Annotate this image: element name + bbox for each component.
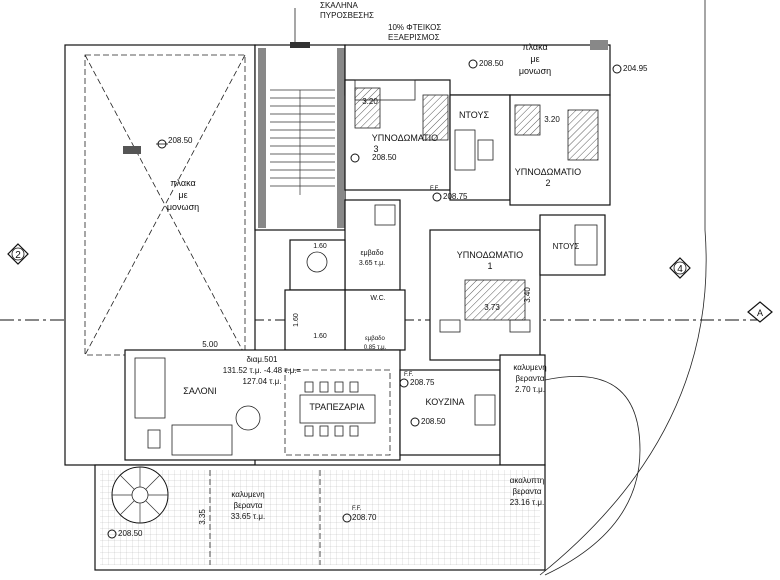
bed2 [567, 109, 599, 161]
svg-text:208.50: 208.50 [479, 59, 504, 68]
covered-veranda-right-area: 2.70 τ.μ. [515, 385, 545, 394]
bed1 [464, 279, 526, 321]
level-marker-9: 208.50 [107, 529, 143, 539]
living-room-label: ΣΑΛΟΝΙ [183, 386, 216, 396]
slab-top-right-label-2: με [530, 54, 539, 64]
note-vent: 10% ΦΤΕΙΚΟΣ [388, 23, 441, 32]
level-marker-2: 208.50 [468, 59, 504, 69]
storage-room [344, 199, 401, 291]
open-veranda-label-2: βεραντα [512, 487, 541, 496]
slab-left-label-2: με [178, 190, 187, 200]
bedroom2-label: ΥΠΝΟΔΩΜΑΤΙΟ [515, 167, 581, 177]
bedroom3-label: ΥΠΝΟΔΩΜΑΤΙΟ [372, 133, 438, 143]
small-shaft [284, 289, 346, 351]
axis-label-4: 4 [677, 264, 683, 275]
svg-text:F.F.: F.F. [352, 506, 362, 512]
dim-bedroom1-h: 3.40 [523, 287, 532, 303]
dining-label: ΤΡΑΠΕΖΑΡΙΑ [309, 402, 364, 412]
section-marker-a: A [747, 301, 773, 323]
wc-area-label: εμβαδο [365, 336, 385, 342]
note-vent-2: ΕΞΑΕΡΙΣΜΟΣ [388, 33, 440, 42]
dim-bedroom1-w: 3.73 [484, 303, 500, 312]
svg-text:208.75: 208.75 [410, 378, 435, 387]
level-marker-7: 208.50 [410, 417, 446, 427]
svg-text:204.95: 204.95 [623, 64, 648, 73]
wardrobe2 [514, 104, 541, 136]
dim-mid: 1.60 [293, 313, 300, 327]
dim-living: 5.00 [202, 340, 218, 349]
covered-veranda-bottom-label-2: βεραντα [233, 501, 262, 510]
slab-top-right-label: πλακα [522, 42, 547, 52]
svg-text:F.F.: F.F. [404, 372, 414, 378]
section-label-a: A [757, 308, 763, 318]
bedroom3-number: 3 [373, 144, 378, 154]
kitchen-counter [474, 394, 496, 426]
covered-veranda-right-label: καλυμενη [513, 363, 546, 372]
dim-veranda: 3.35 [198, 509, 207, 525]
open-veranda-label: ακαλυπτη [510, 476, 544, 485]
axis-marker-right: 4 [669, 257, 691, 279]
level-marker-1: 208.50 [156, 136, 193, 149]
living-area [124, 349, 401, 461]
note-fire-escape-2: ΠΥΡΟΣΒΕΣΗΣ [320, 11, 374, 20]
veranda-arc [544, 376, 641, 576]
kitchen [399, 369, 501, 456]
kitchen-label: ΚΟΥΖΙΝΑ [426, 397, 465, 407]
axis-label-2: 2 [15, 250, 21, 261]
covered-veranda-bottom-label: καλυμενη [231, 490, 264, 499]
level-marker-3: 204.95 [612, 64, 648, 74]
wc-area-value: 0.85 τ.μ. [364, 345, 387, 351]
bed3 [354, 87, 381, 129]
svg-text:208.70: 208.70 [352, 513, 377, 522]
covered-veranda-bottom-area: 33.65 τ.μ. [231, 512, 265, 521]
area-summary-line1: διαμ.501 [246, 355, 278, 364]
dim-stair-h: 1.60 [313, 333, 327, 340]
lift-shaft [289, 239, 346, 291]
note-fire-escape: ΣΚΑΛΗΝΑ [320, 1, 359, 10]
bathroom-right-label: ΝΤΟΥΣ [553, 242, 580, 251]
axis-marker-left: 2 [7, 243, 29, 265]
wc-room [344, 289, 406, 351]
slab-left-label: πλακα [170, 178, 195, 188]
bedroom1-label: ΥΠΝΟΔΩΜΑΤΙΟ [457, 250, 523, 260]
staircase-steps [270, 89, 335, 195]
slab-top-right-label-3: μονωση [519, 66, 551, 76]
level-marker-8: F.F. 208.70 [342, 506, 377, 523]
dim-bedroom3: 3.20 [362, 97, 378, 106]
wc-label: W.C. [370, 295, 385, 302]
svg-text:208.50: 208.50 [168, 136, 193, 145]
storage-area: 3.65 τ.μ. [359, 260, 385, 267]
covered-veranda-right-label-2: βεραντα [515, 374, 544, 383]
level-marker-6: F.F. 208.75 [399, 372, 435, 388]
bathroom-top [449, 94, 511, 201]
dining-dashed [284, 369, 391, 456]
bedroom2-number: 2 [545, 178, 550, 188]
area-summary-line2: 131.52 τ.μ. -4.48 τ.μ.= [223, 366, 302, 375]
svg-text:F.F.: F.F. [430, 186, 440, 192]
level-marker-4: 208.50 [350, 153, 397, 163]
dim-stair-w: 1.60 [313, 243, 327, 250]
storage-label: εμβαδο [360, 250, 383, 257]
svg-text:208.50: 208.50 [421, 417, 446, 426]
drain-mark [123, 146, 141, 154]
dim-bedroom2: 3.20 [544, 115, 560, 124]
svg-text:208.75: 208.75 [443, 192, 468, 201]
bedroom1-number: 1 [487, 261, 492, 271]
bathroom-top-label: ΝΤΟΥΣ [459, 110, 490, 120]
svg-text:208.50: 208.50 [118, 529, 143, 538]
area-summary-line3: 127.04 τ.μ. [243, 377, 282, 386]
wardrobe3 [422, 94, 449, 141]
open-veranda-area: 23.16 τ.μ. [510, 498, 544, 507]
slab-left-label-3: μονωση [167, 202, 199, 212]
level-marker-5: F.F. 208.75 [430, 186, 468, 202]
sofa [134, 357, 261, 456]
svg-text:208.50: 208.50 [372, 153, 397, 162]
property-boundary-arc [539, 0, 707, 576]
dining-table [299, 381, 376, 437]
